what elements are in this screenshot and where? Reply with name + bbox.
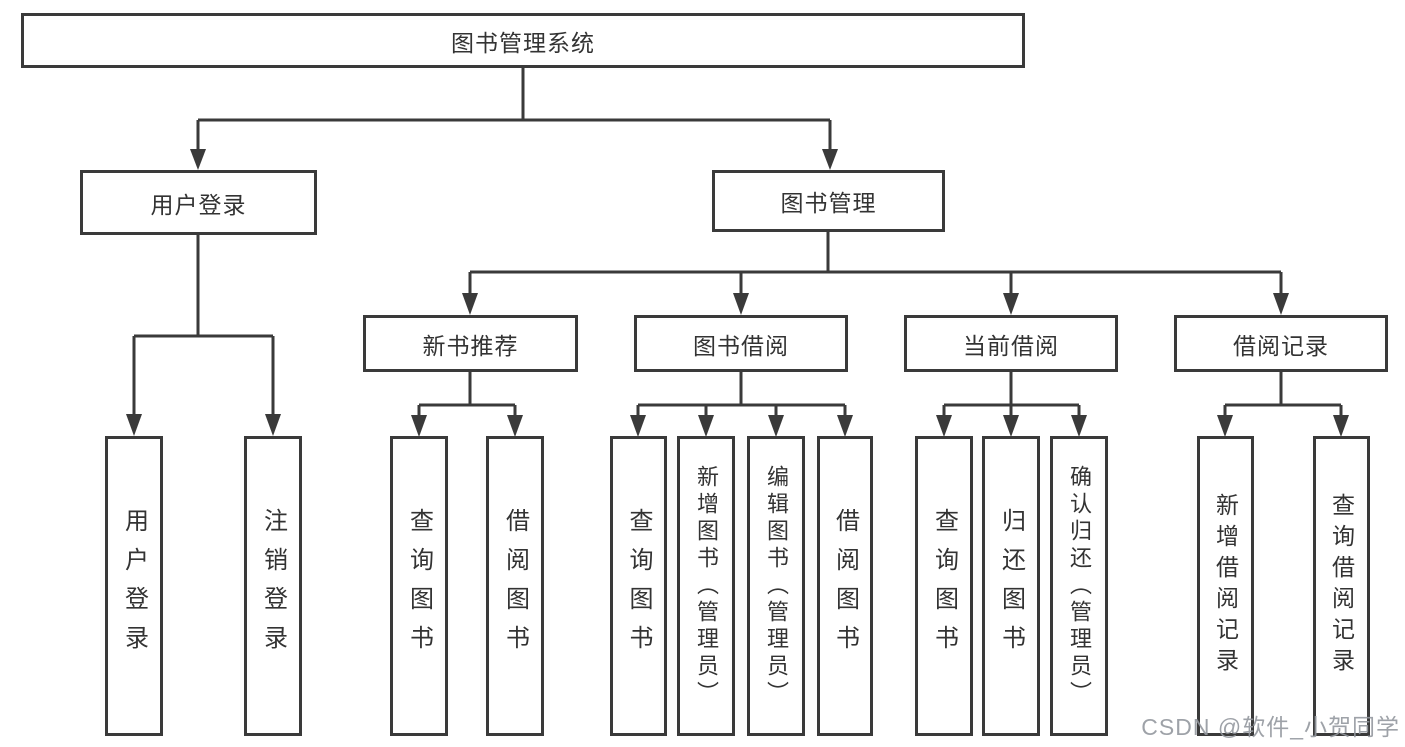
node-label: 图书管理系统 [451,29,595,56]
node-borrowing-records: 借阅记录 [1174,315,1388,372]
node-label: 图书借阅 [693,332,789,359]
leaf-label: 注销登录 [259,508,287,664]
leaf-logout: 注销登录 [244,436,302,736]
leaf-label: 新增图书（管理员） [694,464,719,708]
leaf-label: 归还图书 [997,508,1025,664]
leaf-label: 新增借阅记录 [1212,493,1239,679]
leaf-query-books: 查询图书 [915,436,973,736]
csdn-watermark: CSDN @软件_小贺同学 [1141,714,1400,740]
leaf-label: 确认归还（管理员） [1067,464,1092,708]
leaf-query-borrow-record: 查询借阅记录 [1313,436,1370,736]
leaf-label: 用户登录 [120,508,148,664]
node-label: 新书推荐 [422,332,519,359]
leaf-label: 借阅图书 [831,508,859,664]
leaf-borrow-books: 借阅图书 [817,436,873,736]
leaf-add-books-admin: 新增图书（管理员） [677,436,735,736]
leaf-label: 编辑图书（管理员） [764,464,789,708]
node-label: 当前借阅 [963,332,1059,359]
leaf-confirm-return-admin: 确认归还（管理员） [1050,436,1108,736]
leaf-borrow-books: 借阅图书 [486,436,544,736]
node-label: 用户登录 [150,191,247,218]
leaf-label: 查询图书 [625,508,652,664]
leaf-edit-books-admin: 编辑图书（管理员） [747,436,805,736]
leaf-add-borrow-record: 新增借阅记录 [1197,436,1254,736]
leaf-label: 查询图书 [405,508,433,664]
node-label: 图书管理 [780,190,877,216]
arrowheads [126,149,1349,437]
node-current-borrowing: 当前借阅 [904,315,1118,372]
node-new-book-recommend: 新书推荐 [363,315,578,372]
leaf-return-books: 归还图书 [982,436,1040,736]
node-library-management-system: 图书管理系统 [21,13,1025,68]
leaf-query-books: 查询图书 [390,436,448,736]
node-label: 借阅记录 [1233,332,1329,359]
leaf-user-login: 用户登录 [105,436,163,736]
leaf-label: 查询借阅记录 [1328,493,1355,679]
leaf-label: 查询图书 [930,508,958,664]
leaf-query-books: 查询图书 [610,436,667,736]
node-book-management: 图书管理 [712,170,945,232]
leaf-label: 借阅图书 [501,508,529,664]
node-user-login: 用户登录 [80,170,317,235]
node-book-borrowing: 图书借阅 [634,315,848,372]
